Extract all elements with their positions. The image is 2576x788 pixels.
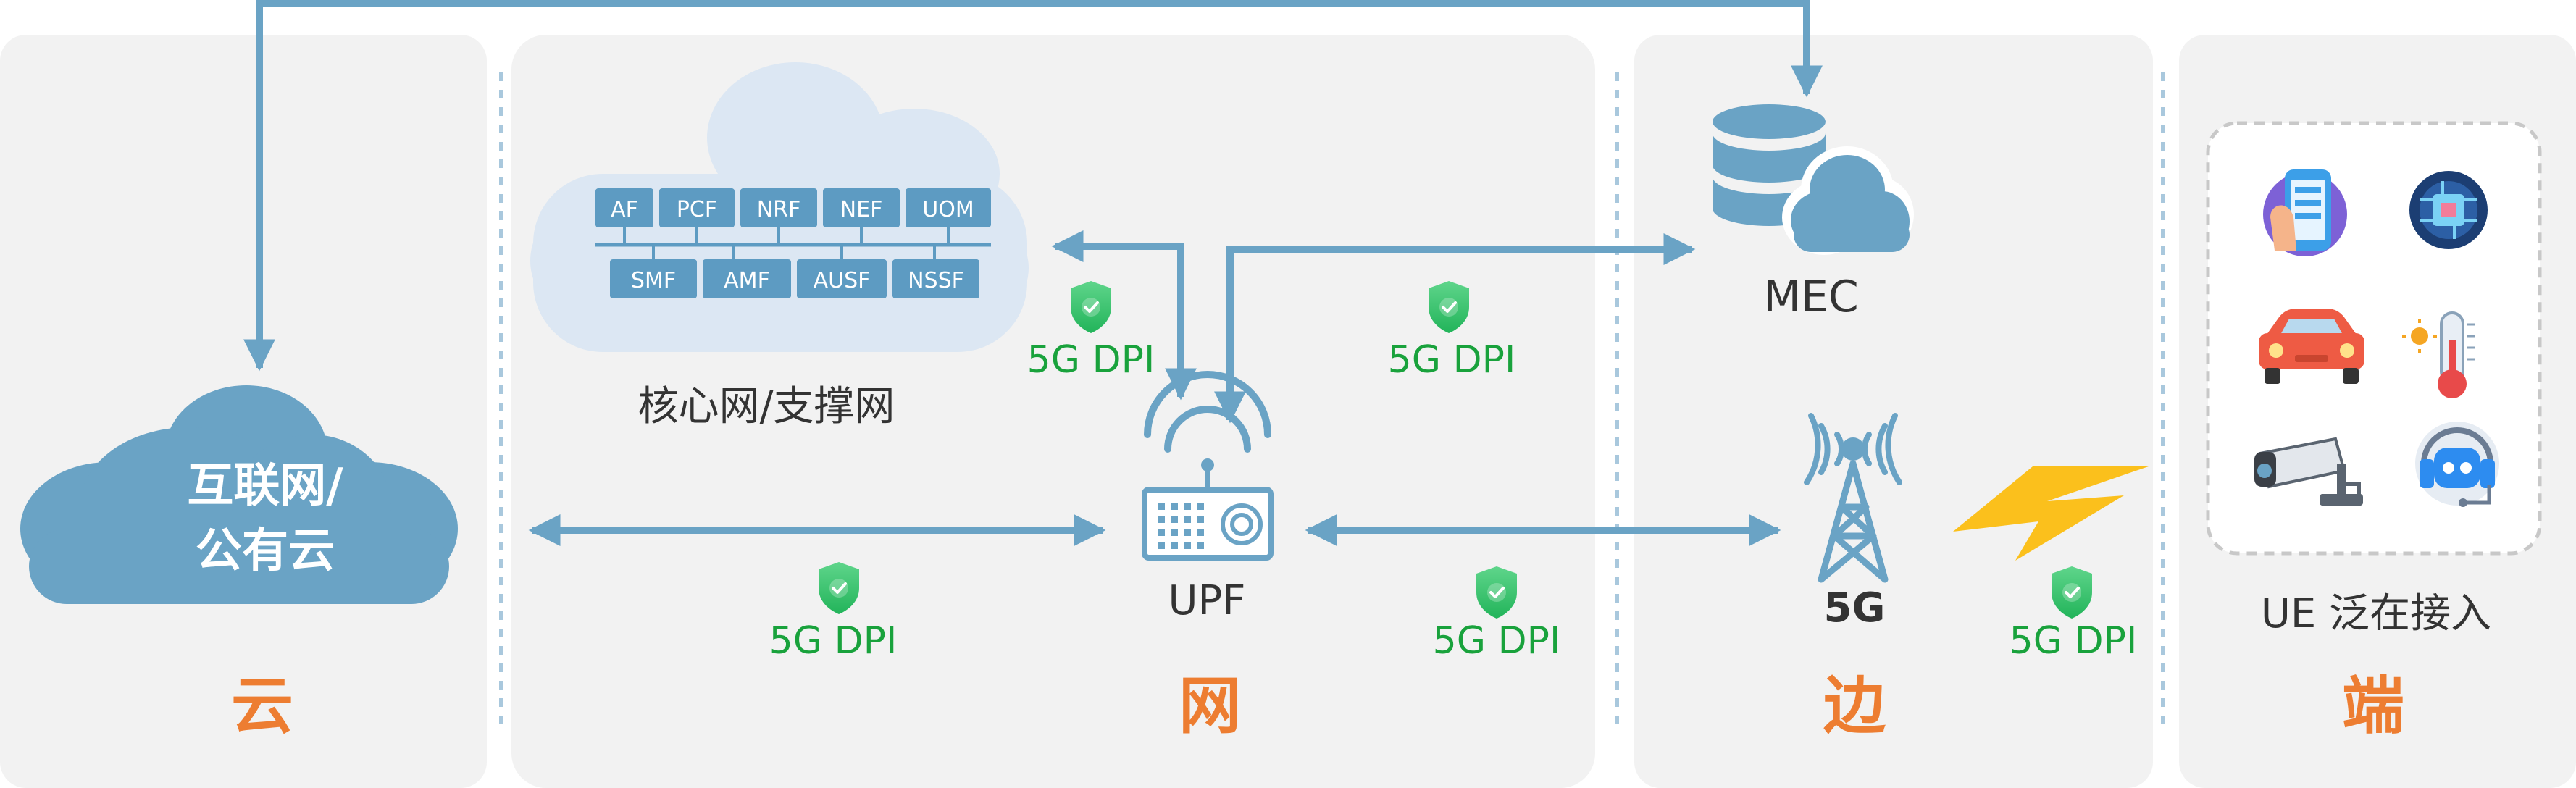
function-chip-nef	[823, 188, 900, 227]
svg-text:UOM: UOM	[922, 197, 974, 222]
car-icon	[2259, 309, 2364, 384]
chip-icon	[2409, 171, 2488, 249]
mec-server-cloud-icon	[1713, 104, 1914, 255]
svg-text:5G DPI: 5G DPI	[769, 619, 898, 663]
internet-cloud-icon	[20, 385, 458, 604]
svg-text:5G DPI: 5G DPI	[1433, 619, 1561, 663]
function-chip-amf	[703, 259, 791, 298]
dpi-badge: 5G DPI	[769, 561, 898, 663]
base-station-label: 5G	[1824, 584, 1886, 632]
svg-text:NSSF: NSSF	[908, 268, 964, 293]
robot-headset-icon	[2415, 422, 2499, 507]
svg-text:NRF: NRF	[757, 197, 801, 222]
internet-cloud-label-line1: 互联网/	[187, 459, 343, 513]
function-chip-nrf	[740, 188, 817, 227]
edge-zone-panel	[1634, 35, 2153, 788]
base-station-tower-icon	[1804, 413, 1902, 583]
svg-text:SMF: SMF	[631, 268, 676, 293]
zone-title-network: 网	[1179, 670, 1241, 742]
base-station-top-icon	[1841, 437, 1865, 461]
function-chip-af	[595, 188, 653, 227]
core-bus-ticks	[623, 227, 950, 259]
core-functions-top-row: AF PCF NRF NEF UOM	[595, 188, 991, 227]
zone-title-terminal: 端	[2342, 670, 2404, 742]
function-chip-smf	[610, 259, 697, 298]
upf-label: UPF	[1168, 577, 1246, 624]
svg-text:5G DPI: 5G DPI	[1027, 338, 1155, 382]
dpi-badge: 5G DPI	[1433, 565, 1561, 663]
mec-label: MEC	[1763, 272, 1859, 322]
zone-title-edge: 边	[1823, 670, 1886, 742]
dpi-badge: 5G DPI	[1027, 280, 1155, 382]
svg-text:AMF: AMF	[724, 268, 770, 293]
zone-title-cloud: 云	[231, 670, 293, 742]
svg-text:AF: AF	[611, 197, 638, 222]
upf-to-core-connector	[1051, 230, 1197, 401]
function-chip-uom	[906, 188, 991, 227]
internet-cloud-label-line2: 公有云	[196, 524, 335, 578]
svg-text:PCF: PCF	[677, 197, 717, 222]
lightning-icon	[1953, 466, 2149, 561]
smartphone-icon	[2263, 169, 2347, 256]
dpi-badge: 5G DPI	[2010, 565, 2138, 663]
ue-access-label: UE 泛在接入	[2261, 590, 2491, 637]
function-chip-pcf	[659, 188, 735, 227]
svg-text:AUSF: AUSF	[814, 268, 871, 293]
svg-text:5G DPI: 5G DPI	[2010, 619, 2138, 663]
mec-to-cloud-connector	[243, 0, 1823, 372]
thermometer-icon	[2402, 311, 2475, 398]
core-functions-bottom-row: SMF AMF AUSF NSSF	[610, 259, 979, 298]
svg-text:NEF: NEF	[840, 197, 883, 222]
dpi-badge: 5G DPI	[1388, 280, 1516, 382]
upf-to-mec-connector	[1213, 232, 1696, 424]
core-network-label: 核心网/支撑网	[638, 383, 895, 430]
svg-text:5G DPI: 5G DPI	[1388, 338, 1516, 382]
security-camera-icon	[2254, 437, 2363, 506]
upf-router-icon	[1142, 371, 1274, 561]
function-chip-ausf	[797, 259, 887, 298]
function-chip-nssf	[892, 259, 979, 298]
